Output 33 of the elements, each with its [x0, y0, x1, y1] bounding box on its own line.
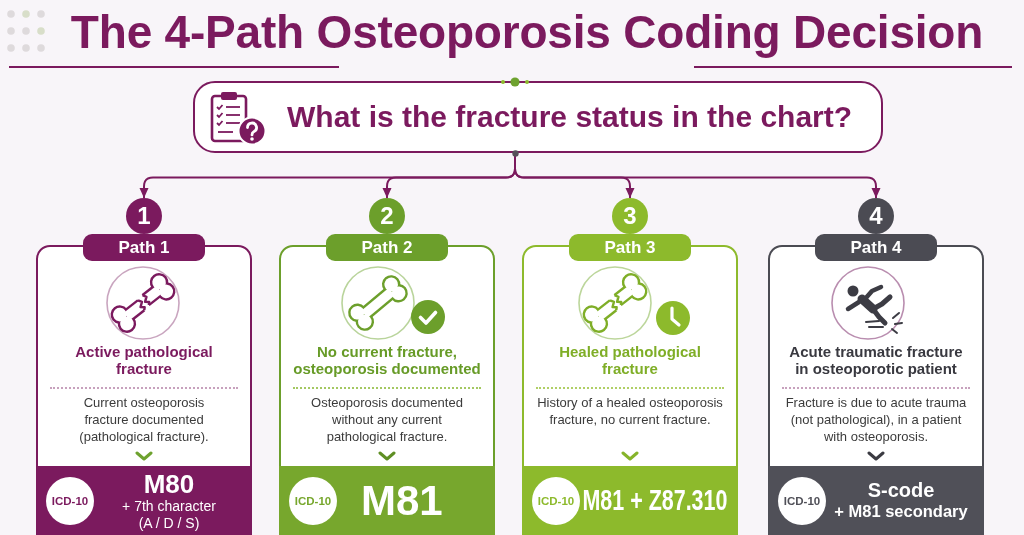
- path-tab: Path 1: [83, 234, 205, 261]
- step-number: 4: [858, 198, 894, 234]
- path-tab: Path 2: [326, 234, 448, 261]
- code-system-tag: ICD-10: [46, 476, 94, 525]
- card-heading: Healed pathological fracture: [558, 343, 702, 377]
- question-box: [193, 81, 883, 153]
- card-heading: No current fracture, osteoporosis documented: [292, 343, 482, 377]
- icd-code: S-code: [867, 480, 935, 502]
- card-description: Osteoporosis documented without any current pathological fracture.: [310, 394, 464, 445]
- code-note: + M81 secondary: [834, 501, 968, 521]
- icd-code: M81: [361, 477, 443, 524]
- icd-code: M81 + Z87.310: [582, 484, 728, 517]
- code-note: + 7th character (A / D / S): [121, 498, 217, 531]
- code-band: [522, 466, 738, 535]
- code-band: [768, 466, 984, 535]
- code-system-tag: ICD-10: [532, 476, 580, 525]
- icd-code: M80: [143, 470, 195, 499]
- question-text: What is the fracture status in the chart?: [287, 100, 853, 134]
- code-system-tag: ICD-10: [778, 476, 826, 525]
- step-number: 3: [612, 198, 648, 234]
- step-number: 1: [126, 198, 162, 234]
- card-heading: Acute traumatic fracture in osteoporotic patient: [788, 343, 964, 377]
- path-tab: Path 4: [815, 234, 937, 261]
- card-heading: Active pathological fracture: [74, 343, 214, 377]
- title: The 4-Path Osteoporosis Coding Decision: [70, 6, 984, 58]
- code-band: [36, 466, 252, 535]
- card-description: History of a healed osteoporosis fracture, no current fracture.: [536, 394, 724, 428]
- code-band: [279, 466, 495, 535]
- card-description: Current osteoporosis fracture documented (pathological fracture).: [78, 394, 210, 445]
- path-tab: Path 3: [569, 234, 691, 261]
- step-number: 2: [369, 198, 405, 234]
- code-system-tag: ICD-10: [289, 476, 337, 525]
- card-description: Fracture is due to acute trauma (not pathological), in a patient with osteoporosis.: [784, 394, 968, 445]
